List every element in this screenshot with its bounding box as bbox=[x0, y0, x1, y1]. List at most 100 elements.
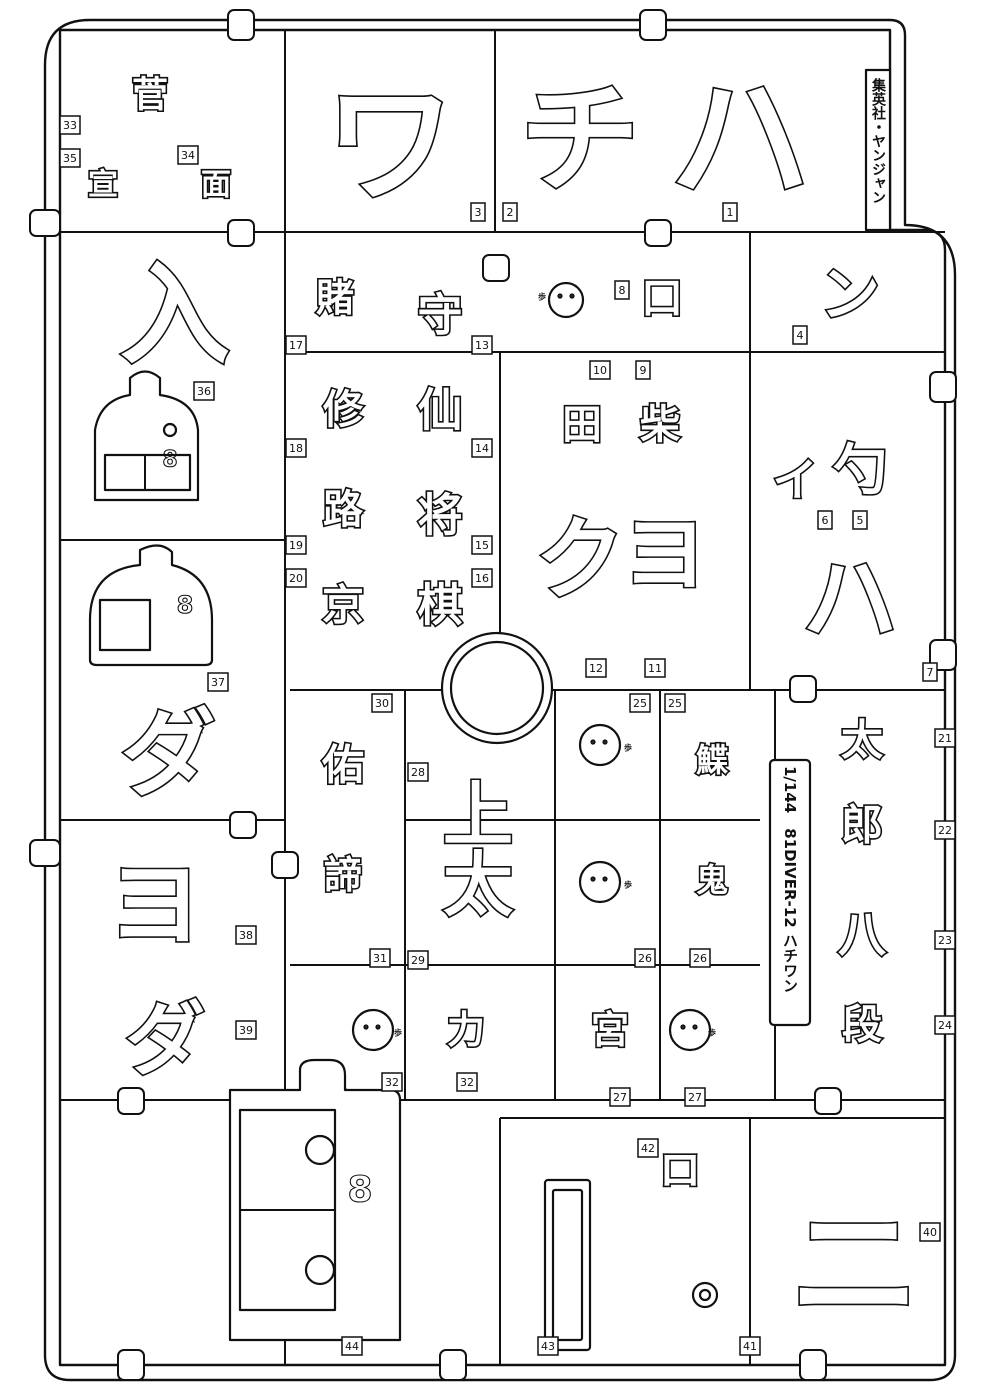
part-number-tag-4: 4 bbox=[792, 325, 808, 345]
smiley-27-mark: 歩 bbox=[708, 1028, 716, 1038]
part-number-label: 42 bbox=[641, 1142, 655, 1155]
gate-tabs bbox=[29, 9, 957, 1381]
part-number-label: 25 bbox=[668, 697, 682, 710]
face-37: 8 bbox=[88, 544, 214, 667]
part-number-tag-41: 37 bbox=[207, 672, 229, 692]
part-number-label: 20 bbox=[289, 572, 303, 585]
smiley-26: 歩 bbox=[578, 860, 632, 904]
part-number-label: 19 bbox=[289, 539, 303, 552]
part-28-glyph: 上 bbox=[443, 774, 513, 856]
part-36-glyph: 入 bbox=[120, 251, 230, 379]
part-number-label: 11 bbox=[648, 662, 662, 675]
part-number-label: 24 bbox=[938, 1019, 952, 1032]
part-number-tags: 1234567891011121314151617181920212223242… bbox=[59, 115, 956, 1356]
part-number-tag-23: 23 bbox=[934, 930, 956, 950]
part-number-label: 26 bbox=[693, 952, 707, 965]
part-number-tag-40: 36 bbox=[193, 381, 215, 401]
part-number-tag-6: 6 bbox=[817, 510, 833, 530]
part-number-label: 16 bbox=[475, 572, 489, 585]
smiley-32-mark: 歩 bbox=[394, 1028, 402, 1038]
face-36: 8 bbox=[93, 370, 200, 502]
part-5-glyph: 勺 bbox=[832, 438, 887, 502]
part-number-tag-18: 18 bbox=[285, 438, 307, 458]
part-number-tag-29: 27 bbox=[609, 1087, 631, 1107]
part-number-label: 43 bbox=[541, 1340, 555, 1353]
part-17-glyph: 賭 bbox=[316, 276, 354, 320]
glyph-parts: ハ チ ワ ン 勺 イ ハ 口 柴 田 ヨ ク 守 仙 将 棋 賭 修 路 京 … bbox=[86, 57, 921, 1343]
part-number-label: 10 bbox=[593, 364, 607, 377]
part-number-label: 27 bbox=[613, 1091, 627, 1104]
part-number-tag-17: 17 bbox=[285, 335, 307, 355]
part-number-label: 36 bbox=[197, 385, 211, 398]
smiley-25-mark: 歩 bbox=[624, 743, 632, 753]
part-number-tag-36: 32 bbox=[456, 1072, 478, 1092]
part-number-tag-10: 10 bbox=[589, 360, 611, 380]
part-3-glyph: ワ bbox=[325, 69, 455, 221]
part-34-glyph: 面 bbox=[201, 168, 231, 203]
part-number-tag-16: 16 bbox=[471, 568, 493, 588]
face-44-number: 8 bbox=[347, 1170, 372, 1211]
part-6-glyph: イ bbox=[772, 454, 817, 507]
part-16-glyph: 棋 bbox=[417, 579, 462, 632]
part-19-glyph: 路 bbox=[323, 487, 364, 533]
part-27-glyph: 宮 bbox=[591, 1008, 629, 1052]
part-number-tag-24: 24 bbox=[934, 1015, 956, 1035]
part-number-tag-44: 40 bbox=[919, 1222, 941, 1242]
part-number-label: 28 bbox=[411, 766, 425, 779]
part-26-glyph: 鬼 bbox=[696, 861, 728, 899]
part-number-tag-27: 26 bbox=[634, 948, 656, 968]
part-32-glyph: 力 bbox=[447, 1008, 485, 1052]
part-22-glyph: 郎 bbox=[841, 801, 883, 850]
part-number-label: 2 bbox=[507, 206, 514, 219]
publisher-label: 集英社・ヤンジャン bbox=[870, 77, 887, 204]
part-14-glyph: 仙 bbox=[417, 384, 462, 437]
part-number-label: 21 bbox=[938, 732, 952, 745]
part-number-tag-13: 13 bbox=[471, 335, 493, 355]
sprue-outer-frame bbox=[43, 18, 957, 1382]
part-number-tag-39: 35 bbox=[59, 148, 81, 168]
part-number-label: 18 bbox=[289, 442, 303, 455]
part-10-glyph: 田 bbox=[562, 402, 602, 448]
part-number-label: 31 bbox=[373, 952, 387, 965]
part-number-tag-25: 25 bbox=[629, 693, 651, 713]
smiley-parts: 歩 歩 歩 歩 歩 bbox=[351, 281, 716, 1052]
part-number-tag-1: 1 bbox=[722, 202, 738, 222]
part-number-tag-7: 7 bbox=[922, 662, 938, 682]
part-number-tag-2: 2 bbox=[502, 202, 518, 222]
part-4-glyph: ン bbox=[820, 260, 880, 330]
part-number-label: 34 bbox=[181, 149, 195, 162]
part-number-tag-35: 32 bbox=[381, 1072, 403, 1092]
part-number-tag-19: 19 bbox=[285, 535, 307, 555]
face-36-number: 8 bbox=[162, 448, 177, 473]
part-number-label: 32 bbox=[385, 1076, 399, 1089]
part-number-label: 22 bbox=[938, 824, 952, 837]
part-number-tag-28: 26 bbox=[689, 948, 711, 968]
part-number-label: 7 bbox=[927, 666, 934, 679]
part-number-label: 40 bbox=[923, 1226, 937, 1239]
part-33-glyph: 菅 bbox=[132, 75, 168, 116]
part-number-tag-5: 5 bbox=[852, 510, 868, 530]
kit-title: 1/144 81DIVER-12 ハチワン bbox=[781, 766, 799, 993]
part-1-glyph: ハ bbox=[670, 59, 810, 222]
smiley-27: 歩 bbox=[668, 1008, 716, 1052]
part-30-glyph: 佑 bbox=[321, 741, 364, 790]
part-number-label: 33 bbox=[63, 119, 77, 132]
part-number-label: 38 bbox=[239, 929, 253, 942]
part-number-tag-14: 14 bbox=[471, 438, 493, 458]
part-number-tag-8: 8 bbox=[614, 280, 630, 300]
part-2-glyph: チ bbox=[520, 71, 640, 210]
part-number-label: 8 bbox=[619, 284, 626, 297]
part-number-label: 37 bbox=[211, 676, 225, 689]
part-number-tag-30: 27 bbox=[684, 1087, 706, 1107]
part-43-bar bbox=[543, 1178, 592, 1352]
part-23-glyph: 八 bbox=[838, 907, 887, 963]
part-number-tag-3: 3 bbox=[470, 202, 486, 222]
part-39-glyph: ダ bbox=[125, 994, 205, 1087]
kit-title-box: 1/144 81DIVER-12 ハチワン bbox=[768, 758, 812, 1027]
part-number-label: 13 bbox=[475, 339, 489, 352]
part-number-label: 26 bbox=[638, 952, 652, 965]
part-number-label: 29 bbox=[411, 954, 425, 967]
part-number-label: 1 bbox=[727, 206, 734, 219]
part-number-tag-33: 30 bbox=[371, 693, 393, 713]
part-29-glyph: 太 bbox=[443, 844, 513, 926]
